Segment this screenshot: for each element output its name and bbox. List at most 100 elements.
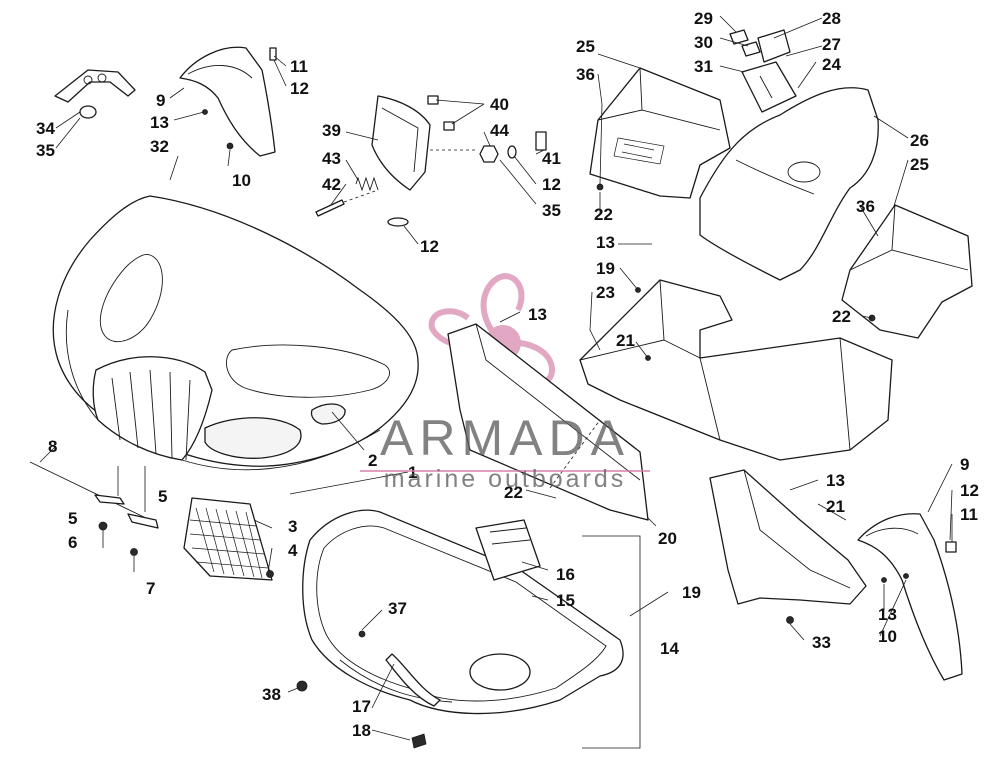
mesh-fastener [266, 570, 274, 578]
bracket-14-line [582, 535, 641, 749]
fender-right-bolt [945, 541, 957, 553]
center-console [699, 29, 879, 281]
storage-tub-shell [302, 509, 624, 715]
callout-7: 7 [146, 579, 155, 598]
callout-42: 42 [322, 175, 341, 194]
fender-right [857, 513, 963, 681]
switch-29 [729, 29, 749, 45]
latch-spring [355, 176, 379, 192]
bezel-28 [757, 29, 791, 63]
callout-14: 14 [660, 639, 679, 658]
callout-40: 40 [490, 95, 509, 114]
callout-11: 11 [290, 57, 308, 76]
hinge-bracket-left [94, 494, 125, 505]
latch-plate [371, 95, 431, 191]
plate-bracket [54, 69, 136, 119]
grille-slat-1 [111, 377, 121, 441]
latch-bracket [315, 95, 547, 227]
callout-3: 3 [288, 517, 297, 536]
hinge-bracket-right [127, 513, 159, 529]
callout-28: 28 [822, 9, 841, 28]
seat-base-right-shell [841, 204, 973, 339]
callout-38: 38 [262, 685, 281, 704]
callout-24: 24 [822, 55, 841, 74]
washer-35 [507, 145, 517, 159]
callout-13: 13 [528, 305, 547, 324]
callout-13: 13 [878, 605, 897, 624]
callout-13: 13 [826, 471, 845, 490]
hood-center-dome [225, 344, 390, 398]
callout-27: 27 [822, 35, 841, 54]
switch-30 [741, 41, 761, 57]
headlight-lens [204, 417, 302, 459]
hood-lower-edge [181, 429, 381, 471]
callout-2: 2 [368, 451, 377, 470]
tub-clip-38 [296, 680, 308, 692]
bracket-plate [54, 69, 136, 103]
storage-tub [296, 509, 641, 749]
mesh-lines-b [189, 519, 269, 569]
callout-12: 12 [420, 237, 439, 256]
callout-33: 33 [812, 633, 831, 652]
seat-base-right [841, 204, 973, 339]
callout-36: 36 [856, 197, 875, 216]
callout-32: 32 [150, 137, 169, 156]
bolt-40a [427, 95, 439, 105]
callout-labels: 34 35 32 9 13 10 11 12 39 43 42 40 44 41… [36, 9, 979, 740]
tub-bracket-16 [475, 519, 541, 581]
mesh-lines-a [195, 507, 263, 579]
callout-34: 34 [36, 119, 55, 138]
callout-36: 36 [576, 65, 595, 84]
callout-35: 35 [542, 201, 561, 220]
hinge-screw [98, 521, 108, 531]
hood-hinge-group [29, 461, 159, 572]
callout-13: 13 [150, 113, 169, 132]
fender-left [179, 46, 277, 157]
callout-18: 18 [352, 721, 371, 740]
tub-drain-18 [411, 733, 427, 749]
callout-11: 11 [960, 505, 978, 524]
bolt-40b [443, 121, 455, 131]
callout-31: 31 [694, 57, 713, 76]
tub-gasket [385, 653, 441, 707]
callout-19: 19 [682, 583, 701, 602]
callout-39: 39 [322, 121, 341, 140]
callout-12: 12 [290, 79, 309, 98]
callout-9: 9 [960, 455, 969, 474]
floor-pan-shell [579, 279, 893, 461]
callout-5: 5 [158, 487, 167, 506]
nut-44 [479, 145, 499, 163]
fender-right-panel [857, 513, 963, 681]
callout-22: 22 [504, 483, 523, 502]
hood-inner-scoop [100, 254, 163, 342]
callout-19: 19 [596, 259, 615, 278]
tub-pocket [469, 653, 531, 691]
callout-12: 12 [960, 481, 979, 500]
callout-43: 43 [322, 149, 341, 168]
watermark-rule [360, 470, 650, 472]
latch-pin [315, 199, 345, 217]
fender-panel [179, 46, 276, 157]
callout-4: 4 [288, 541, 298, 560]
fender-liner-right [709, 469, 867, 624]
callout-23: 23 [596, 283, 615, 302]
fender-bolt [269, 47, 277, 61]
storage-tub-rim [316, 525, 607, 702]
seat-vent [613, 137, 665, 165]
mesh-frame [183, 497, 273, 581]
mesh-grille [183, 497, 274, 581]
callout-5: 5 [68, 509, 77, 528]
callout-21: 21 [826, 497, 845, 516]
callout-29: 29 [694, 9, 713, 28]
callout-13: 13 [596, 233, 615, 252]
callout-17: 17 [352, 697, 371, 716]
hood-left-edge [65, 309, 99, 421]
callout-35: 35 [36, 141, 55, 160]
callout-21: 21 [616, 331, 635, 350]
callout-25: 25 [910, 155, 929, 174]
fender-liner-shell [709, 469, 867, 605]
callout-16: 16 [556, 565, 575, 584]
grille-slat-4 [169, 371, 173, 459]
console-cupholder [787, 161, 821, 183]
